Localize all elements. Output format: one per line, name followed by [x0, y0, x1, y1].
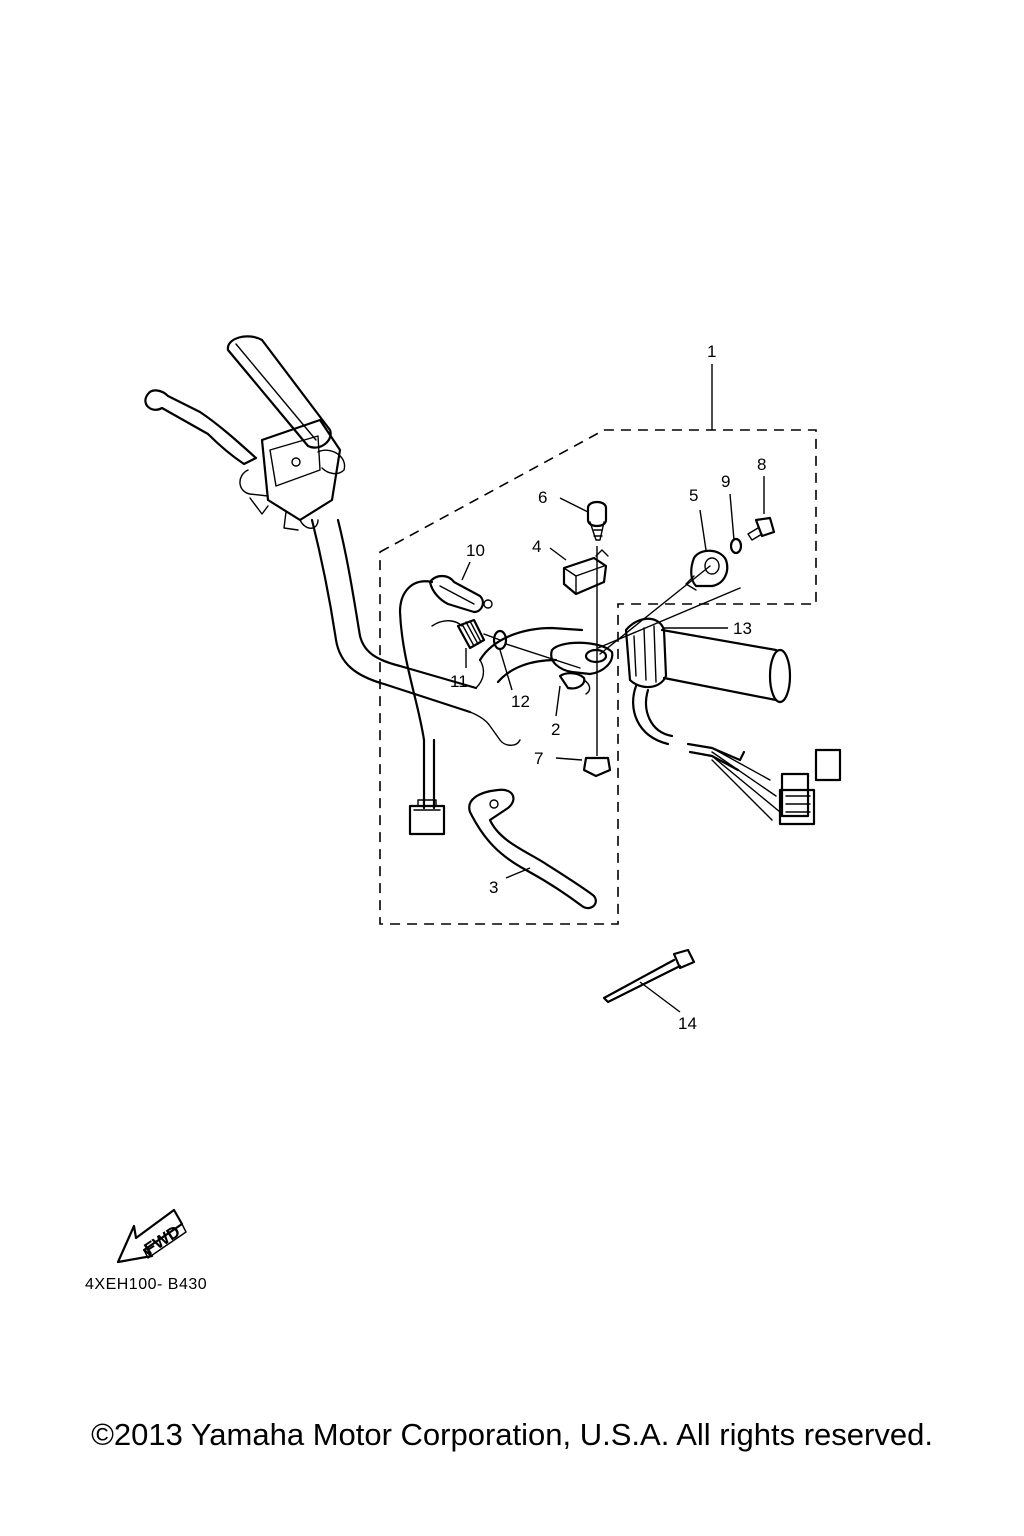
- callout-10: 10: [466, 541, 485, 560]
- callout-8: 8: [757, 455, 766, 474]
- lever-bracket: [550, 641, 614, 695]
- clamp-washer-screw: [685, 516, 776, 591]
- pivot-bolt-and-nut: [582, 500, 612, 778]
- callout-6: 6: [538, 488, 547, 507]
- callout-9: 9: [721, 472, 730, 491]
- fwd-arrow-icon: FWD: [116, 1208, 187, 1264]
- cable-tie: [602, 948, 696, 1004]
- callout-4: 4: [532, 537, 541, 556]
- callout-2: 2: [551, 720, 560, 739]
- right-grip-and-wiring: [597, 565, 842, 826]
- callout-14: 14: [678, 1014, 697, 1033]
- callout-3: 3: [489, 878, 498, 897]
- kit-boundary: [379, 429, 817, 925]
- adjuster-and-nut: [431, 618, 581, 669]
- callout-12: 12: [511, 692, 530, 711]
- callout-numbers: 1 6 5 9 8 4 10 13 11 12 2 7 3 14: [450, 342, 766, 1033]
- copyright-notice: ©2013 Yamaha Motor Corporation, U.S.A. A…: [91, 1417, 933, 1452]
- handlebar-left-assembly: [144, 335, 584, 746]
- cover: [562, 549, 609, 596]
- callout-11: 11: [450, 672, 468, 691]
- brake-switch: [398, 574, 493, 836]
- callout-1: 1: [707, 342, 716, 361]
- diagram-part-code: 4XEH100- B430: [85, 1276, 208, 1293]
- leader-lines: [461, 364, 765, 1013]
- callout-7: 7: [534, 749, 543, 768]
- callout-13: 13: [733, 619, 752, 638]
- callout-5: 5: [689, 486, 698, 505]
